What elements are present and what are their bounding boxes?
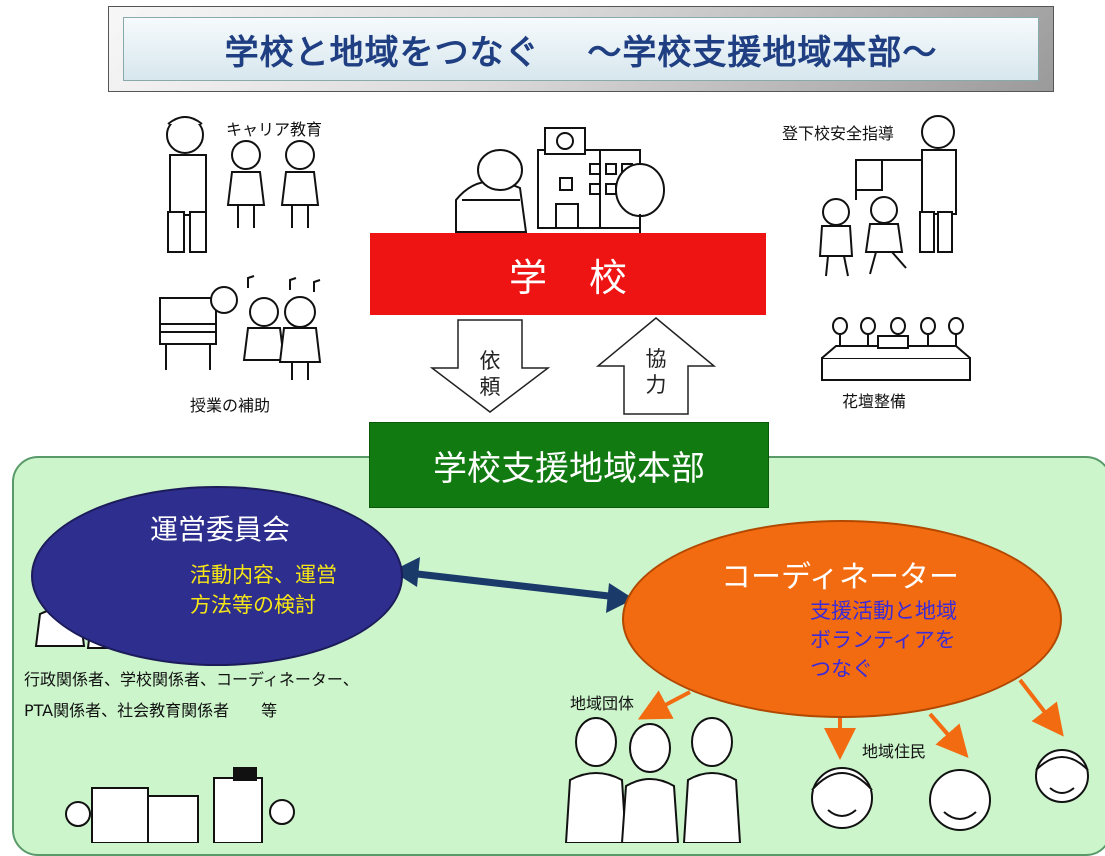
committee-description: 活動内容、運営 方法等の検討 bbox=[190, 560, 337, 620]
flowerbed-icon bbox=[821, 317, 971, 381]
coordinator-arrows bbox=[637, 678, 1064, 760]
members-line2: PTA関係者、社会教育関係者 等 bbox=[24, 701, 278, 720]
coordinator-title: コーディネーター bbox=[721, 560, 959, 595]
title-banner: 学校と地域をつなぐ ～学校支援地域本部～ bbox=[108, 6, 1054, 92]
school-box: 学校 bbox=[370, 233, 766, 315]
cooperation-label: 協力 bbox=[645, 347, 667, 397]
residents-icon bbox=[811, 749, 1089, 831]
safety-guidance-icon bbox=[818, 115, 957, 277]
members-line1: 行政関係者、学校関係者、コーディネーター、 bbox=[24, 670, 359, 689]
class-help-label: 授業の補助 bbox=[190, 396, 271, 415]
title-banner-inner: 学校と地域をつなぐ ～学校支援地域本部～ bbox=[123, 17, 1039, 81]
committee-desc-line2: 方法等の検討 bbox=[190, 593, 316, 617]
class-help-icon bbox=[159, 275, 322, 380]
committee-desc-line1: 活動内容、運営 bbox=[190, 563, 337, 587]
community-groups-label: 地域団体 bbox=[570, 694, 635, 713]
committee-ellipse bbox=[31, 486, 403, 666]
coordinator-desc-line2: ボランティアを bbox=[810, 628, 956, 652]
school-building-icon bbox=[455, 127, 665, 233]
flowerbed-label: 花壇整備 bbox=[842, 392, 907, 411]
coordinator-description: 支援活動と地域 ボランティアを つなぐ bbox=[810, 597, 957, 684]
committee-members-text: 行政関係者、学校関係者、コーディネーター、 PTA関係者、社会教育関係者 等 bbox=[24, 664, 359, 726]
safety-guidance-label: 登下校安全指導 bbox=[782, 124, 895, 143]
community-groups-icon bbox=[564, 717, 742, 843]
committee-title: 運営委員会 bbox=[149, 513, 290, 546]
coordinator-ellipse bbox=[622, 520, 1062, 718]
career-education-icon bbox=[166, 116, 320, 253]
school-label: 学校 bbox=[508, 255, 669, 300]
support-hq-label: 学校支援地域本部 bbox=[433, 448, 705, 489]
career-education-label: キャリア教育 bbox=[226, 120, 323, 139]
link-arrow bbox=[392, 557, 634, 613]
coordinator-desc-line1: 支援活動と地域 bbox=[810, 599, 957, 623]
cooperation-arrow bbox=[595, 317, 717, 415]
coordinator-desc-line3: つなぐ bbox=[810, 657, 873, 681]
request-arrow bbox=[429, 319, 551, 413]
community-buildings-icon bbox=[65, 767, 295, 843]
residents-label: 地域住民 bbox=[862, 742, 927, 761]
request-label: 依頼 bbox=[479, 349, 501, 399]
page-title: 学校と地域をつなぐ ～学校支援地域本部～ bbox=[224, 32, 938, 73]
support-hq-box: 学校支援地域本部 bbox=[370, 423, 768, 507]
